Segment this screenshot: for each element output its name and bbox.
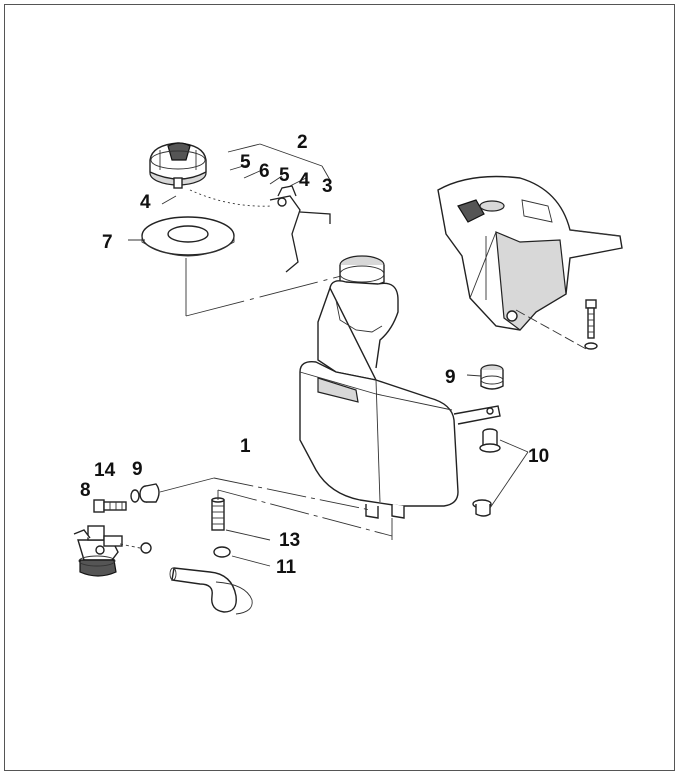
callout-1: 1 xyxy=(240,436,251,457)
housing-bolt xyxy=(515,299,598,351)
cap-group-leaders xyxy=(128,143,346,317)
callout-2: 2 xyxy=(297,132,308,153)
callout-11: 11 xyxy=(276,557,297,578)
callout-13: 13 xyxy=(279,530,300,551)
callout-3: 3 xyxy=(322,176,333,197)
o-ring xyxy=(130,489,140,503)
fuel-tank xyxy=(299,255,501,519)
callout-5-left: 5 xyxy=(240,152,251,173)
callout-7: 7 xyxy=(102,232,113,253)
fuel-cock xyxy=(73,525,123,577)
callout-9-upper: 9 xyxy=(445,367,456,388)
callout-labels: 1 2 3 4 4 5 5 6 7 8 9 9 10 11 13 14 xyxy=(80,132,549,578)
mount-collars xyxy=(472,428,529,517)
fuel-filter xyxy=(211,489,393,541)
callout-5-right: 5 xyxy=(279,165,290,186)
lower-grommet xyxy=(139,477,371,511)
callout-14: 14 xyxy=(94,460,116,481)
callout-8: 8 xyxy=(80,480,91,501)
fuel-cock-bolt xyxy=(93,499,127,513)
engine-housing xyxy=(437,175,623,331)
cap-holder-bracket xyxy=(269,185,331,273)
callout-10: 10 xyxy=(528,446,549,467)
fuel-hose xyxy=(169,567,253,615)
hose-clip xyxy=(213,546,271,567)
small-seal xyxy=(119,542,152,554)
diagram-frame xyxy=(4,4,675,771)
fuel-cap xyxy=(149,142,207,189)
callout-4-right: 4 xyxy=(299,170,310,191)
cap-gasket xyxy=(141,216,235,257)
callout-6: 6 xyxy=(259,161,270,182)
upper-grommet xyxy=(466,364,504,390)
callout-4-left: 4 xyxy=(140,192,151,213)
callout-9-lower: 9 xyxy=(132,459,143,480)
cap-chain xyxy=(189,189,273,207)
